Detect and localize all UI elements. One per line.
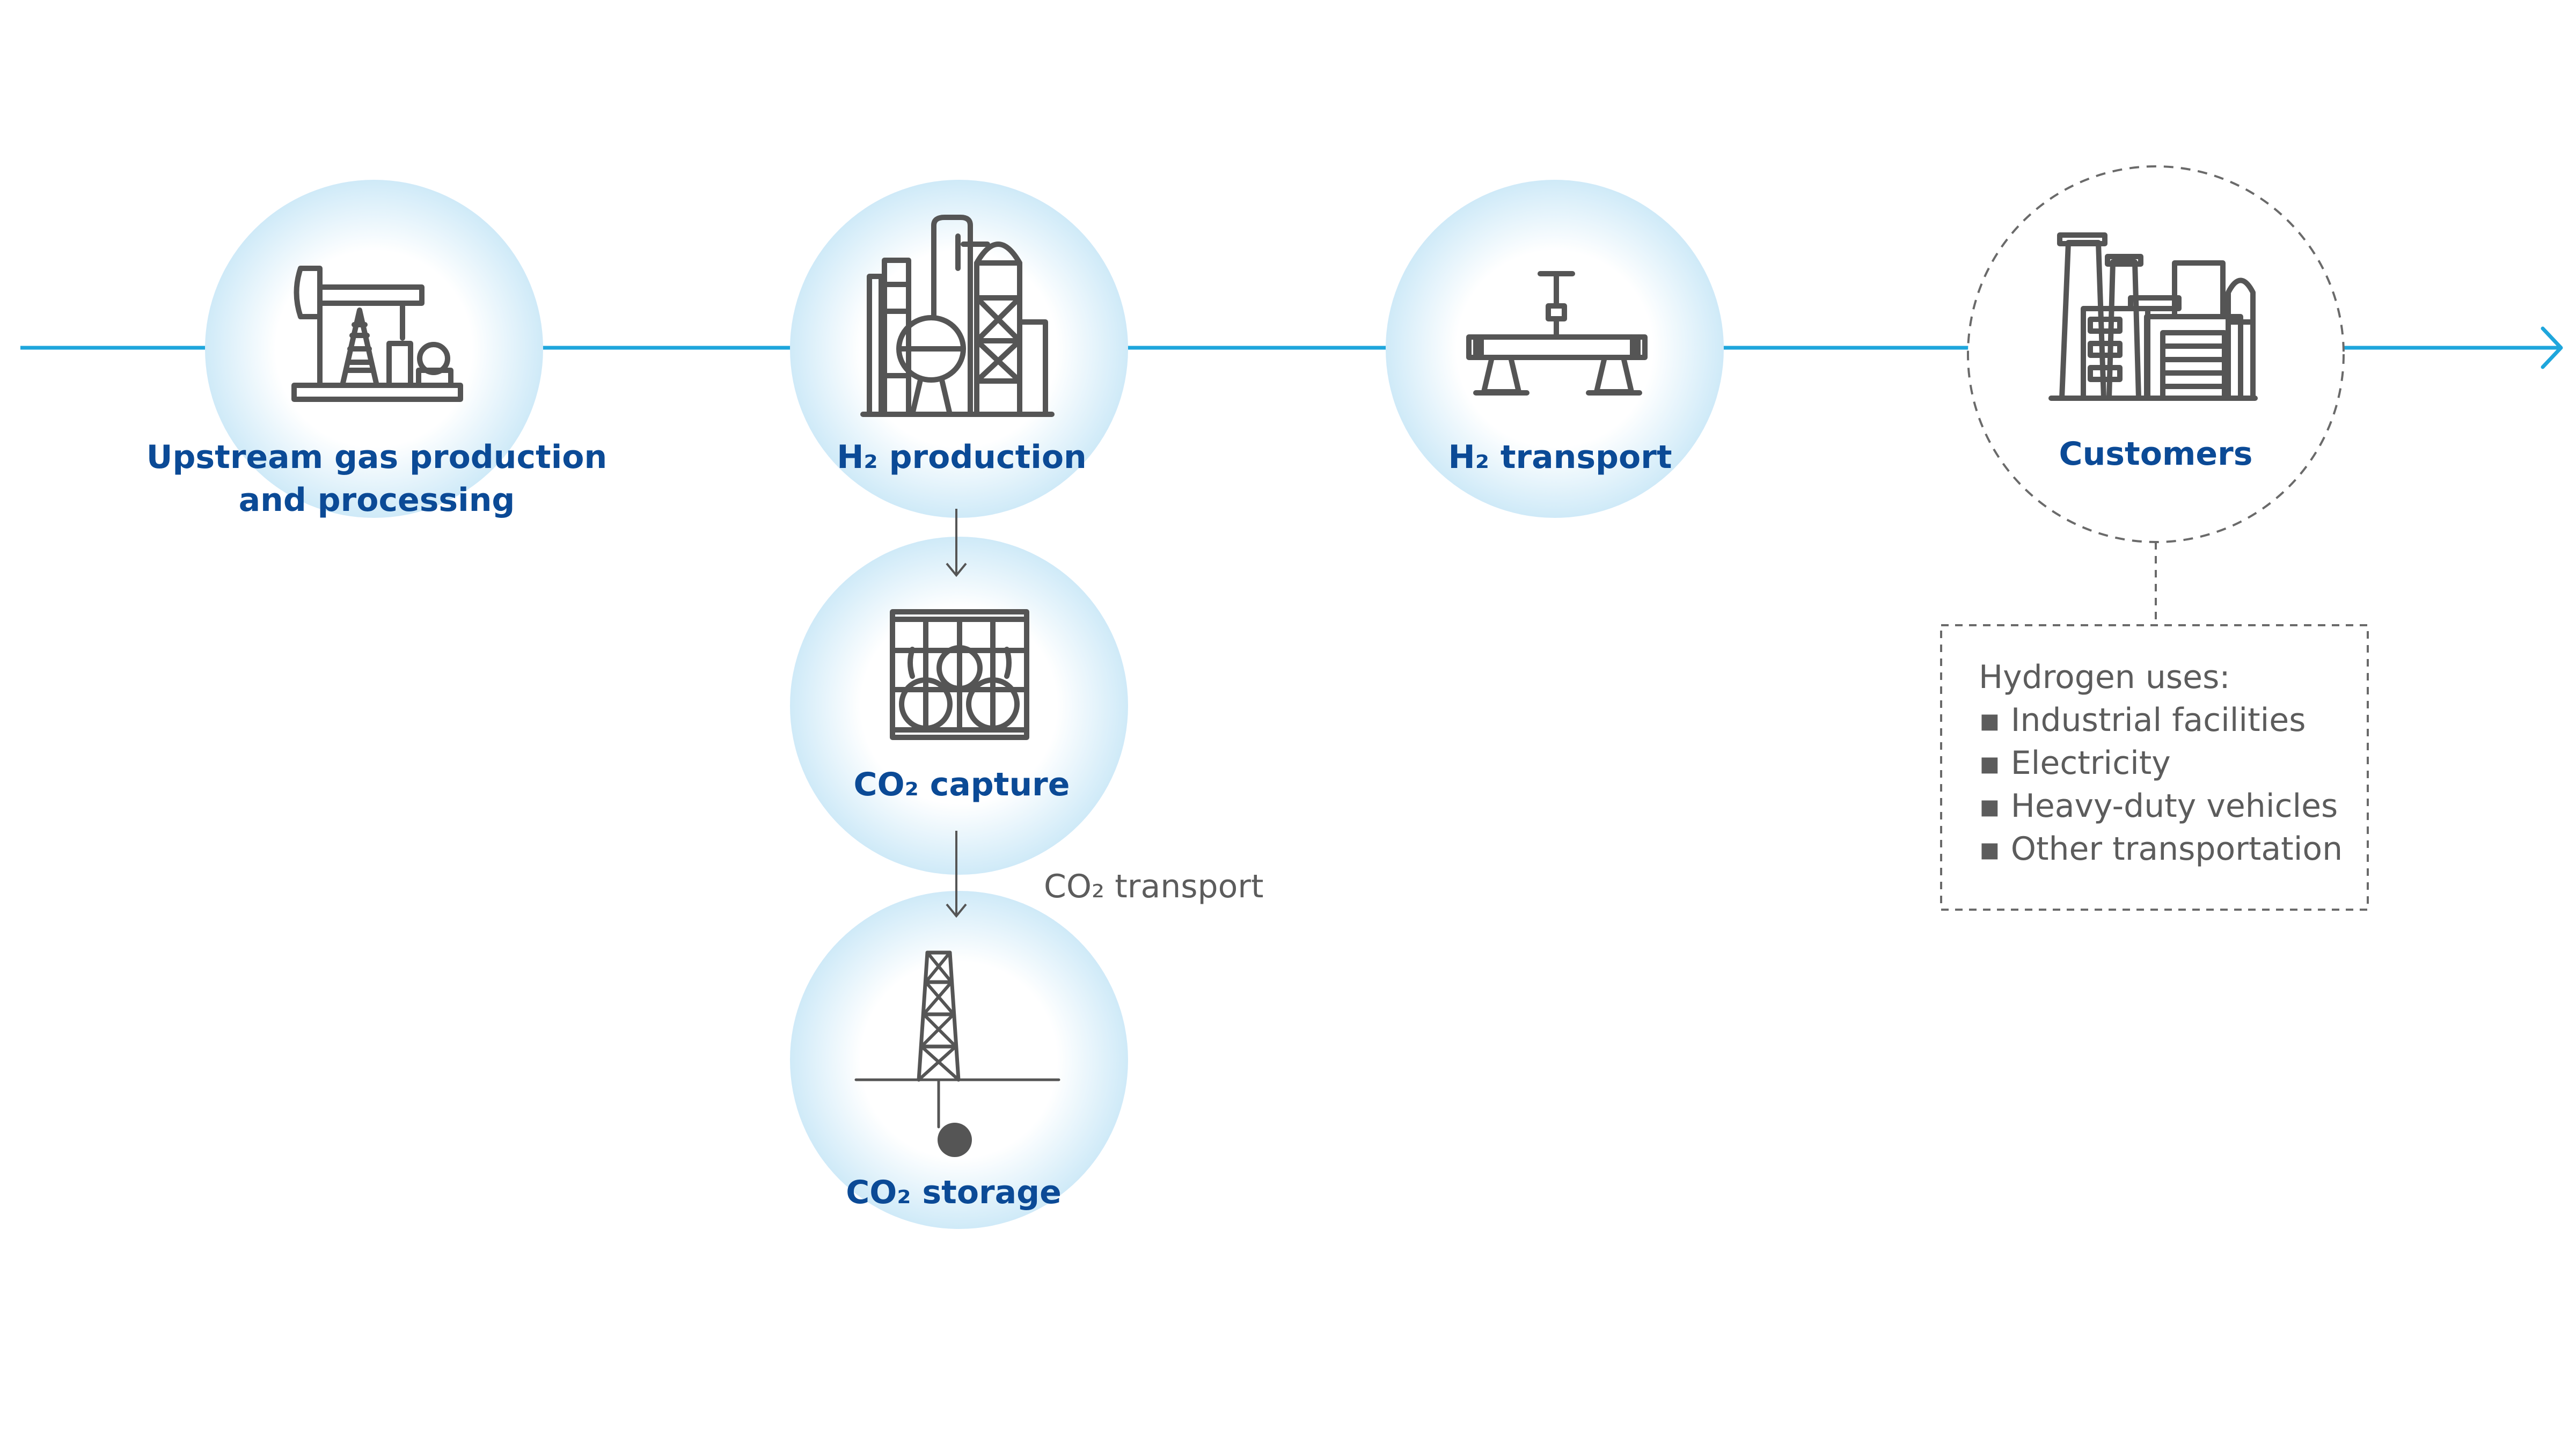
arrow-capture-to-storage: [946, 831, 967, 918]
factory-icon: [2048, 232, 2258, 401]
hydrogen-uses-box: [1940, 624, 2369, 911]
hydrogen-use-item: ▪ Heavy-duty vehicles: [1979, 787, 2338, 825]
h2-transport-node-circle: [1386, 180, 1724, 518]
hydrogen-use-item: ▪ Electricity: [1979, 744, 2171, 782]
capture-unit-icon: [890, 609, 1029, 740]
arrow-h2-to-capture: [946, 509, 967, 577]
customers-label: Customers: [2059, 435, 2253, 473]
hydrogen-use-item: ▪ Other transportation: [1979, 830, 2343, 868]
h2-production-label: H₂ production: [837, 438, 1087, 476]
customers-node-circle: [1967, 165, 2345, 543]
upstream-label-line2: and processing: [239, 481, 515, 519]
upstream-label-line1: Upstream gas production: [147, 438, 607, 476]
h2-transport-label: H₂ transport: [1448, 438, 1672, 476]
refinery-icon: [860, 215, 1055, 417]
pipeline-valve-icon: [1466, 271, 1648, 396]
co2-capture-label: CO₂ capture: [854, 766, 1070, 803]
pumpjack-icon: [291, 266, 463, 402]
hydrogen-uses-title: Hydrogen uses:: [1979, 658, 2230, 696]
injection-well-icon: [854, 950, 1060, 1157]
co2-transport-label: CO₂ transport: [1044, 868, 1263, 905]
upstream-node-circle: [205, 180, 543, 518]
hydrogen-use-item: ▪ Industrial facilities: [1979, 701, 2306, 739]
co2-storage-label: CO₂ storage: [846, 1174, 1062, 1211]
